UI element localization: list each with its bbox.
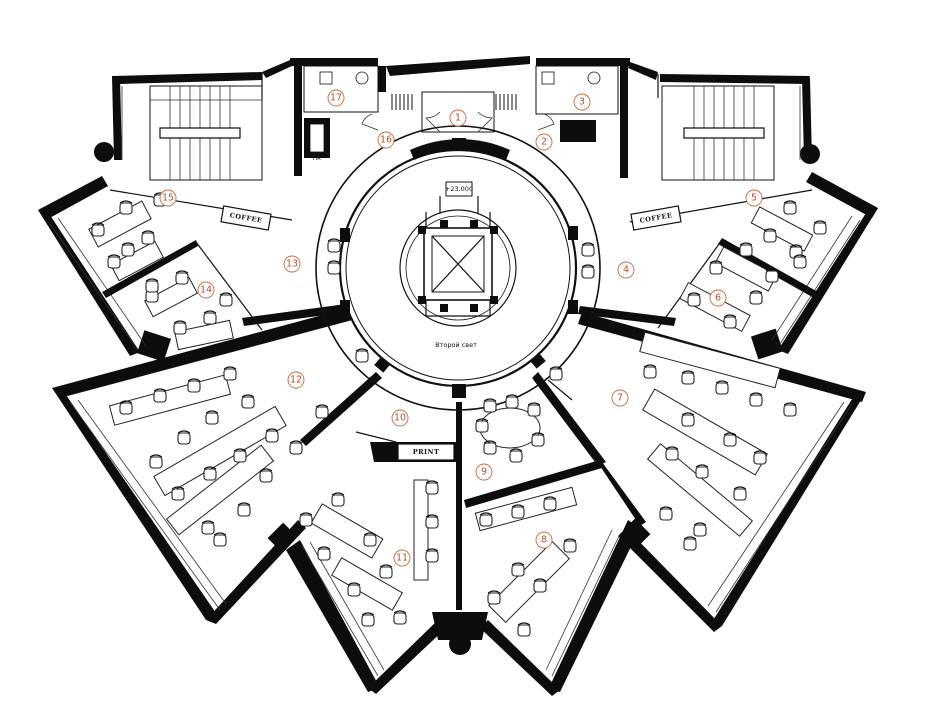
svg-text:15: 15	[162, 193, 174, 204]
room-2-marker: 2	[535, 133, 553, 151]
svg-text:10: 10	[394, 413, 406, 424]
room-5-marker: 5	[745, 189, 763, 207]
room-8-marker: 8	[535, 531, 553, 549]
room-16-marker: 16	[377, 131, 395, 149]
coffee-tag-left: COFFEE	[220, 205, 272, 231]
svg-text:1: 1	[455, 113, 461, 124]
room-6-marker: 6	[709, 289, 727, 307]
room-3-marker: 3	[573, 93, 591, 111]
svg-text:9: 9	[481, 467, 487, 478]
atrium-label: Второй свет	[435, 341, 477, 349]
room-17-marker: 17	[327, 89, 345, 107]
svg-text:11: 11	[396, 553, 408, 564]
svg-text:4: 4	[623, 265, 629, 276]
svg-text:2: 2	[541, 137, 547, 148]
room-15-marker: 15	[159, 189, 177, 207]
svg-text:17: 17	[330, 93, 342, 104]
room-7-marker: 7	[611, 389, 629, 407]
staircase-right	[661, 85, 775, 181]
core-rooms: пк	[303, 65, 619, 162]
room-12-marker: 12	[287, 371, 305, 389]
room-1-marker: 1	[449, 109, 467, 127]
room-4-marker: 4	[617, 261, 635, 279]
coffee-tag-right: COFFEE	[630, 205, 682, 231]
staircase-left	[149, 85, 263, 181]
svg-text:PRINT: PRINT	[413, 448, 440, 456]
shaft-label: пк	[313, 154, 321, 162]
room-number-markers: 1 2 3 4 5 6 7 8 9 10 11 12 13 14 15 16 1…	[159, 89, 763, 567]
svg-text:8: 8	[541, 535, 547, 546]
svg-text:13: 13	[286, 259, 298, 270]
central-rotunda: +23.000 Второй свет	[315, 125, 601, 411]
print-tag: PRINT	[397, 443, 455, 461]
room-9-marker: 9	[475, 463, 493, 481]
room-14-marker: 14	[197, 281, 215, 299]
svg-text:3: 3	[579, 97, 585, 108]
svg-text:16: 16	[380, 135, 392, 146]
svg-text:14: 14	[200, 285, 212, 296]
room-11-marker: 11	[393, 549, 411, 567]
level-mark: +23.000	[445, 185, 473, 193]
facade-glazing	[49, 86, 861, 677]
svg-text:7: 7	[617, 393, 623, 404]
svg-text:12: 12	[290, 375, 302, 386]
room-10-marker: 10	[391, 409, 409, 427]
svg-text:6: 6	[715, 293, 721, 304]
svg-text:5: 5	[751, 193, 757, 204]
room-13-marker: 13	[283, 255, 301, 273]
